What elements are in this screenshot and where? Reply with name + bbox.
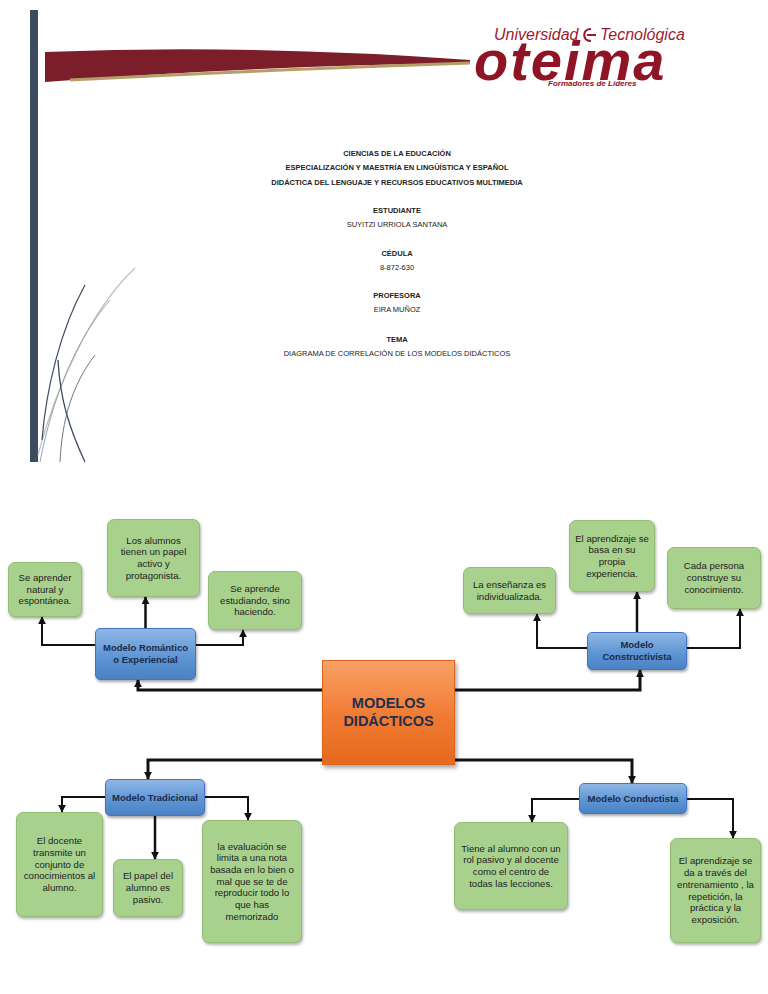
cover-heading: TEMA (386, 336, 407, 344)
node-text: Se aprender natural y espontánea. (14, 572, 76, 607)
cover-line: CIENCIAS DE LA EDUCACIÓN (343, 150, 451, 158)
connector-arrow (687, 799, 733, 838)
central-topic-box: MODELOS DIDÁCTICOS (322, 660, 455, 765)
node-text: Los alumnos tienen un papel activo y pro… (113, 535, 194, 582)
header-stripe (70, 63, 470, 80)
side-bar (30, 10, 38, 462)
decor-curve (40, 300, 110, 462)
connector-arrow (455, 670, 640, 690)
decor-curve (42, 285, 85, 440)
description-box: El aprendizaje se da a través del entren… (670, 838, 761, 943)
node-text: Modelo Tradicional (112, 792, 198, 804)
node-text: La enseñanza es individualizada. (469, 579, 550, 602)
description-box: El papel del alumno es pasivo. (113, 859, 183, 917)
node-text: El papel del alumno es pasivo. (119, 870, 177, 905)
connector-arrow (532, 799, 579, 822)
connector-arrow (636, 592, 639, 632)
connector-arrow (138, 680, 322, 690)
model-box: Modelo Romántico o Experiencial (95, 628, 196, 680)
decor-curve (38, 268, 135, 455)
cover-line: ESPECIALIZACIÓN Y MAESTRÍA EN LINGÜÍSTIC… (286, 164, 509, 172)
connector-arrow (205, 797, 248, 820)
node-text: El aprendizaje se basa en su propia expe… (575, 533, 649, 580)
description-box: Tiene al alumno con un rol pasivo y al d… (454, 822, 568, 910)
decor-curve (58, 360, 85, 462)
description-box: Cada persona construye su conocimiento. (667, 547, 761, 609)
model-box: Modelo Tradicional (105, 779, 205, 816)
connector-arrow (196, 630, 243, 645)
cover-value: EIRA MUÑOZ (374, 306, 421, 314)
node-text: El docente transmite un conjunto de cono… (22, 835, 97, 894)
logo-tagline: Formadores de Líderes (548, 80, 636, 88)
header-swoosh (45, 49, 470, 82)
cover-heading: ESTUDIANTE (373, 207, 421, 215)
connector-arrow (537, 614, 587, 648)
node-text: Modelo Romántico o Experiencial (100, 642, 191, 665)
node-text: la evaluación se limita a una nota basad… (208, 841, 296, 923)
description-box: Se aprende estudiando, sino haciendo. (208, 571, 302, 630)
connector-arrow (144, 597, 147, 628)
node-text: Cada persona construye su conocimiento. (673, 560, 755, 595)
connector-arrow (62, 797, 105, 812)
connector-arrow (455, 760, 632, 783)
connector-arrow (687, 609, 740, 648)
connector-arrow (154, 816, 157, 859)
connector-arrow (148, 760, 322, 779)
node-text: Modelo Constructivista (592, 639, 682, 662)
cover-value: DIAGRAMA DE CORRELACIÓN DE LOS MODELOS D… (284, 350, 511, 358)
cover-value: 8-872-630 (380, 264, 414, 272)
decor-curve (60, 355, 95, 462)
description-box: El aprendizaje se basa en su propia expe… (569, 520, 655, 592)
cover-heading: CÉDULA (381, 250, 412, 258)
description-box: Los alumnos tienen un papel activo y pro… (107, 519, 200, 597)
cover-heading: PROFESORA (373, 292, 421, 300)
cover-line: DIDÁCTICA DEL LENGUAJE Y RECURSOS EDUCAT… (271, 179, 523, 187)
description-box: Se aprender natural y espontánea. (8, 562, 82, 617)
cover-value: SUYITZI URRIOLA SANTANA (347, 221, 448, 229)
node-text: El aprendizaje se da a través del entren… (676, 855, 755, 925)
node-text: Se aprende estudiando, sino haciendo. (214, 583, 296, 618)
connector-arrow (42, 617, 95, 645)
description-box: La enseñanza es individualizada. (463, 567, 556, 614)
description-box: la evaluación se limita a una nota basad… (202, 820, 302, 943)
model-box: Modelo Conductista (579, 783, 687, 814)
node-text: Tiene al alumno con un rol pasivo y al d… (460, 843, 562, 890)
node-text: Modelo Conductista (588, 793, 679, 805)
model-box: Modelo Constructivista (587, 632, 687, 670)
node-text: MODELOS DIDÁCTICOS (331, 695, 446, 730)
description-box: El docente transmite un conjunto de cono… (16, 812, 103, 917)
